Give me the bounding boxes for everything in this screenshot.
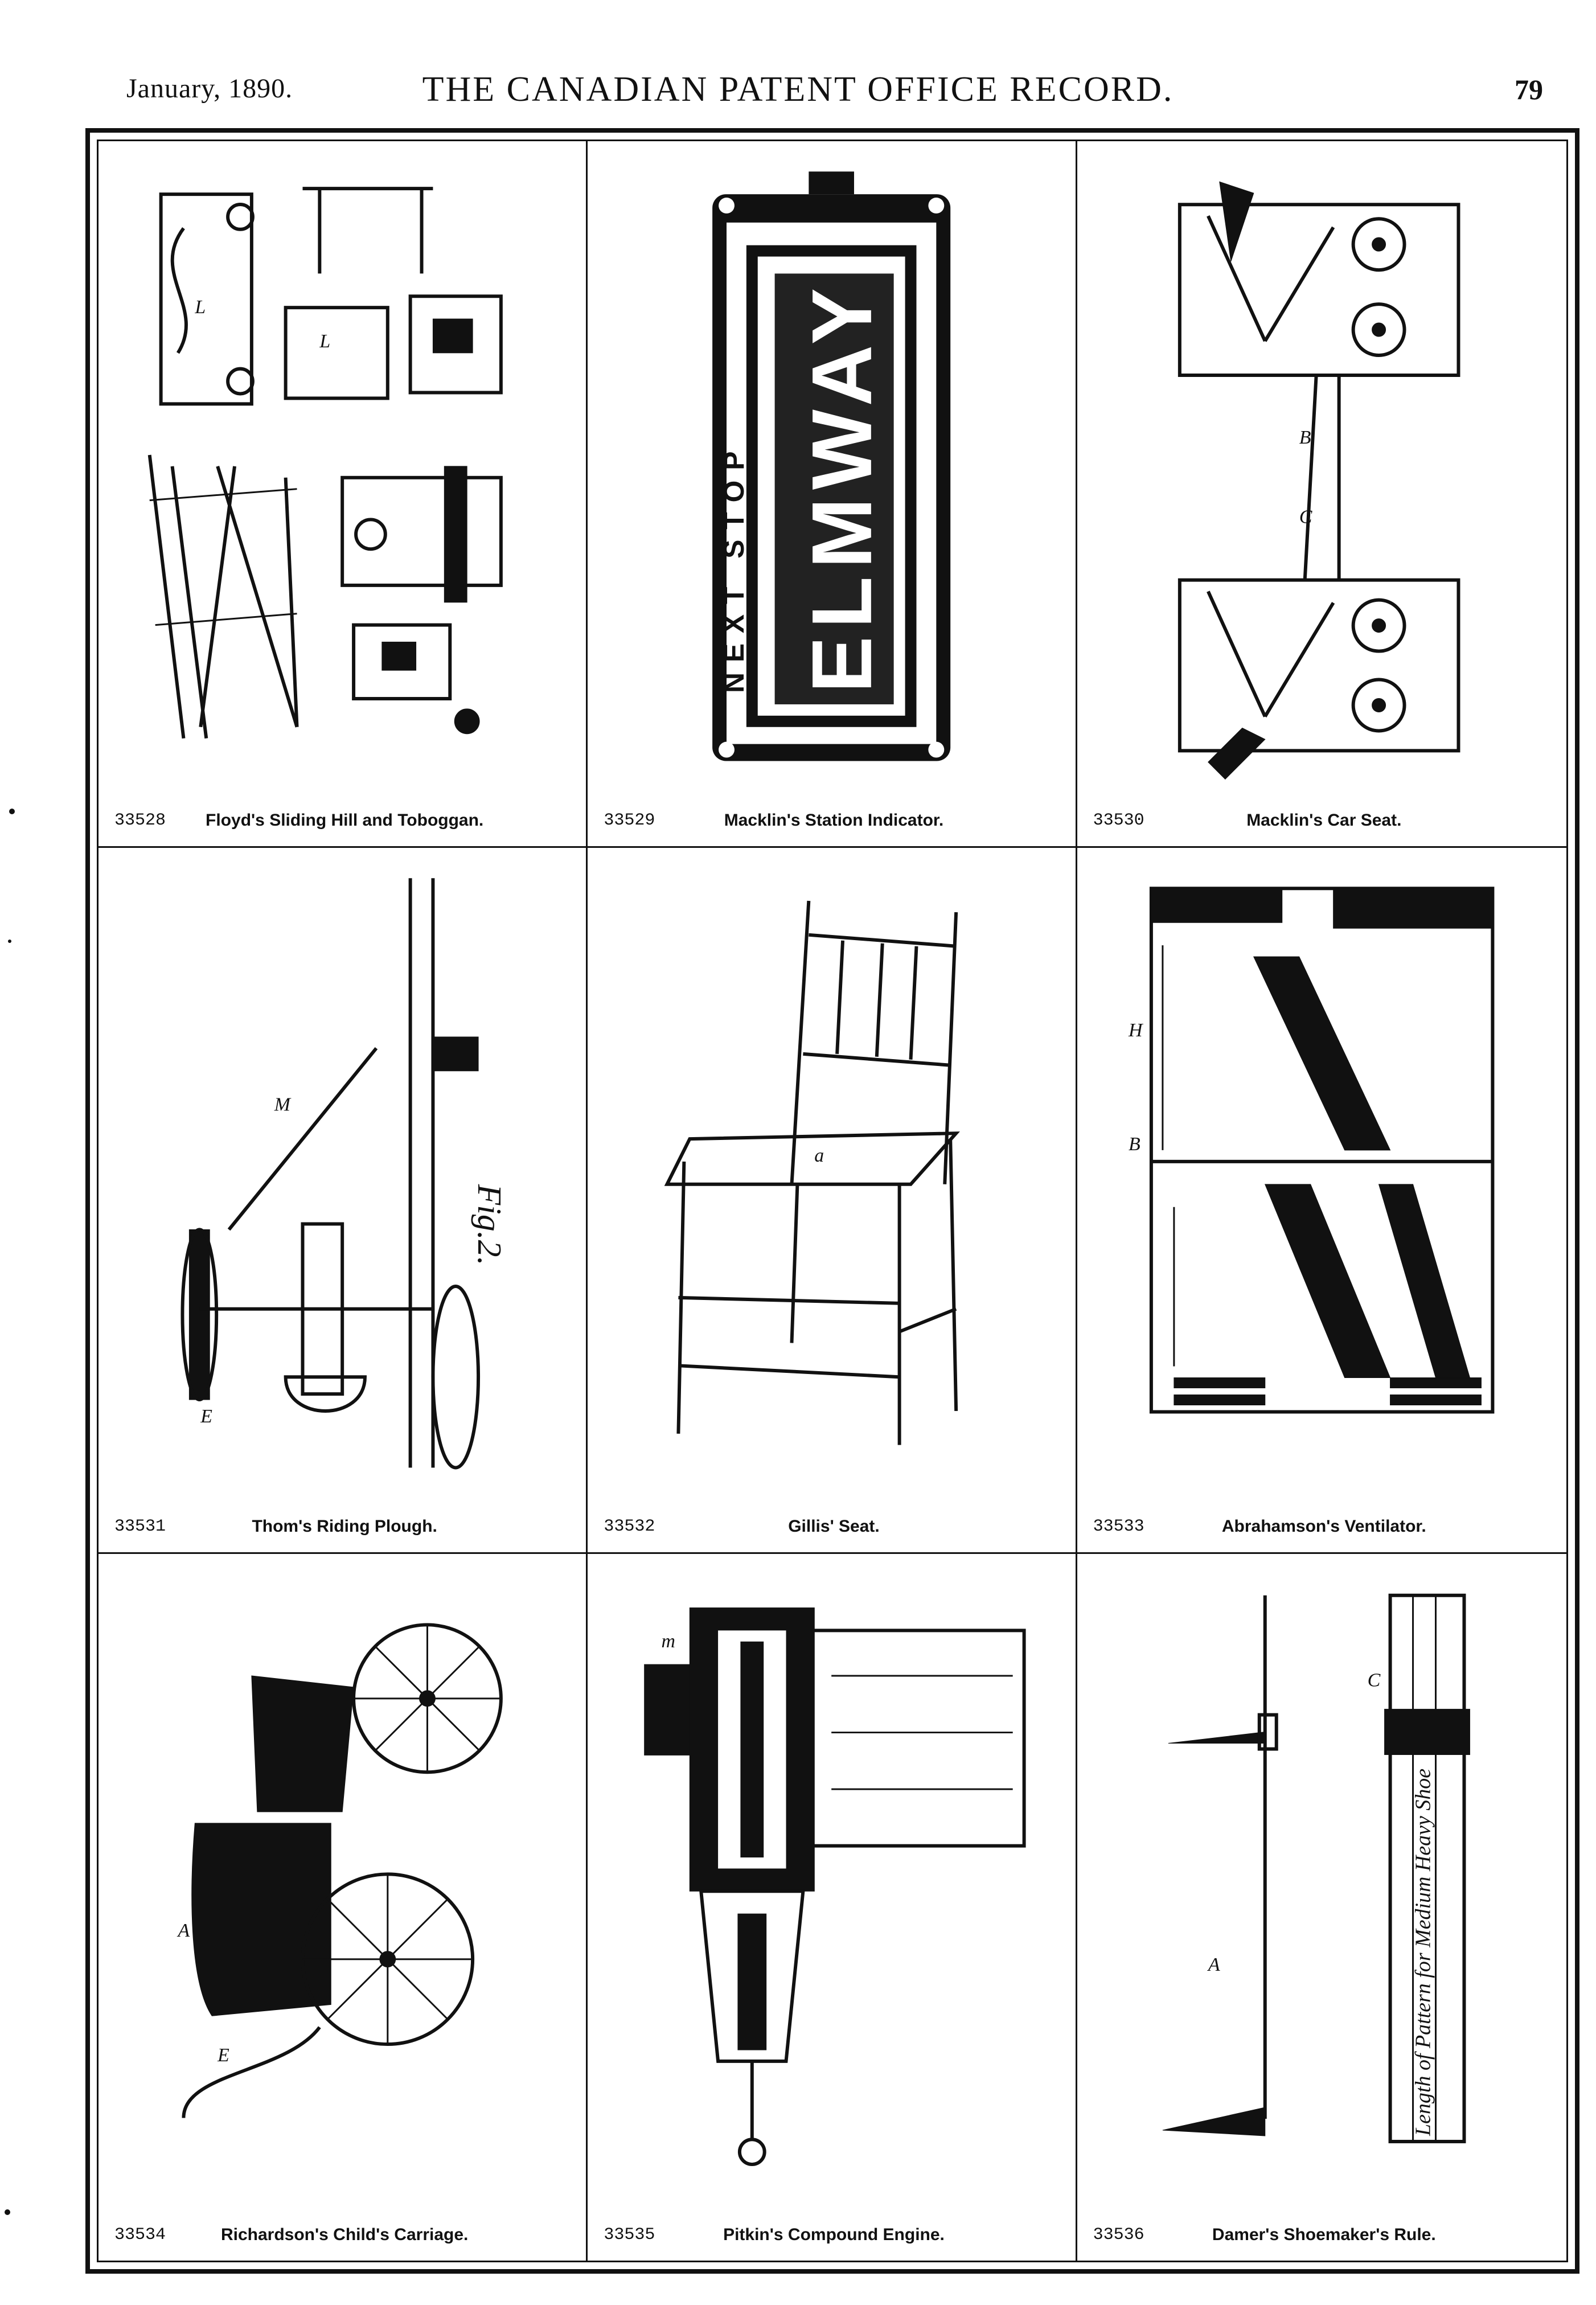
figure-title: Macklin's Station Indicator. xyxy=(724,810,944,830)
figure-title: Richardson's Child's Carriage. xyxy=(220,2225,469,2244)
figure-title: Abrahamson's Ventilator. xyxy=(1221,1517,1426,1536)
indicator-station-text: ELMWAY xyxy=(794,280,889,693)
page-header: January, 1890. THE CANADIAN PATENT OFFIC… xyxy=(0,0,1596,125)
figure-cell: Length of Pattern for Medium Heavy Shoe … xyxy=(1077,1554,1566,2261)
svg-text:H: H xyxy=(1128,1020,1144,1041)
figure-title: Damer's Shoemaker's Rule. xyxy=(1212,2225,1436,2244)
figure-title: Gillis' Seat. xyxy=(788,1517,880,1536)
svg-text:C: C xyxy=(1367,1670,1380,1691)
figure-frame-inner: L L 33528 Floyd's Sliding Hill and Tobog… xyxy=(97,140,1568,2262)
figure-number: 33533 xyxy=(1093,1517,1144,1537)
svg-text:M: M xyxy=(274,1094,292,1115)
svg-text:E: E xyxy=(200,1406,212,1427)
header-date: January, 1890. xyxy=(126,73,293,104)
figure-number: 33534 xyxy=(114,2225,166,2245)
header-title: THE CANADIAN PATENT OFFICE RECORD. xyxy=(422,70,1174,109)
svg-text:B: B xyxy=(1299,427,1311,448)
figure-cell: NEXT STOP ELMWAY 33529 Macklin's Station… xyxy=(588,141,1077,848)
figure-caption: 33531 Thom's Riding Plough. xyxy=(114,1508,575,1540)
figure-cell: L L 33528 Floyd's Sliding Hill and Tobog… xyxy=(99,141,588,848)
figure-caption: 33530 Macklin's Car Seat. xyxy=(1093,802,1555,834)
svg-text:m: m xyxy=(662,1631,675,1652)
riding-plough-drawing-icon: Fig.2. M E xyxy=(116,862,569,1496)
figure-caption: 33529 Macklin's Station Indicator. xyxy=(604,802,1064,834)
figure-caption: 33528 Floyd's Sliding Hill and Toboggan. xyxy=(114,802,575,834)
figure-number: 33531 xyxy=(114,1517,166,1537)
figure-title: Macklin's Car Seat. xyxy=(1246,810,1402,830)
scan-speck xyxy=(9,809,15,814)
figure-cell: Fig.2. M E 33531 Thom's Riding Plough. xyxy=(99,847,588,1555)
figure-frame: L L 33528 Floyd's Sliding Hill and Tobog… xyxy=(85,128,1579,2274)
indicator-sign-text: NEXT STOP xyxy=(718,441,750,693)
figure-number: 33528 xyxy=(114,810,166,830)
figure-grid: L L 33528 Floyd's Sliding Hill and Tobog… xyxy=(99,141,1566,2261)
scan-speck xyxy=(8,940,11,943)
figure-title: Floyd's Sliding Hill and Toboggan. xyxy=(206,810,484,830)
svg-text:B: B xyxy=(1129,1134,1140,1155)
svg-text:E: E xyxy=(217,2045,229,2066)
figure-caption: 33534 Richardson's Child's Carriage. xyxy=(114,2216,575,2248)
figure-title: Thom's Riding Plough. xyxy=(252,1517,437,1536)
sliding-hill-drawing-icon: L L xyxy=(116,155,569,789)
svg-text:A: A xyxy=(1207,1955,1220,1976)
svg-text:A: A xyxy=(177,1920,190,1941)
page-number: 79 xyxy=(1515,73,1543,105)
scan-speck xyxy=(5,2209,10,2215)
figure-title: Pitkin's Compound Engine. xyxy=(723,2225,945,2244)
figure-cell: m 33535 Pitkin's Compound Engine. xyxy=(588,1554,1077,2261)
figure-number: 33529 xyxy=(604,810,655,830)
figure-caption: 33535 Pitkin's Compound Engine. xyxy=(604,2216,1064,2248)
figure-number: 33532 xyxy=(604,1517,655,1537)
chair-drawing-icon: a xyxy=(605,862,1058,1496)
svg-text:L: L xyxy=(194,297,206,318)
figure-cell: a 33532 Gillis' Seat. xyxy=(588,847,1077,1555)
figure-caption: 33536 Damer's Shoemaker's Rule. xyxy=(1093,2216,1555,2248)
figure-number: 33535 xyxy=(604,2225,655,2245)
figure-number: 33530 xyxy=(1093,810,1144,830)
svg-text:L: L xyxy=(319,331,330,352)
figure-caption: 33533 Abrahamson's Ventilator. xyxy=(1093,1508,1555,1540)
engine-drawing-icon: m xyxy=(605,1568,1058,2204)
figure-number: 33536 xyxy=(1093,2225,1144,2245)
plough-fig-label: Fig.2. xyxy=(471,1183,508,1265)
rule-inscription: Length of Pattern for Medium Heavy Shoe xyxy=(1411,1769,1435,2136)
svg-text:a: a xyxy=(815,1145,824,1166)
figure-caption: 33532 Gillis' Seat. xyxy=(604,1508,1064,1540)
rule-drawing-icon: Length of Pattern for Medium Heavy Shoe … xyxy=(1094,1568,1549,2204)
svg-text:C: C xyxy=(1299,507,1312,528)
station-indicator-drawing-icon: NEXT STOP ELMWAY xyxy=(605,155,1058,789)
